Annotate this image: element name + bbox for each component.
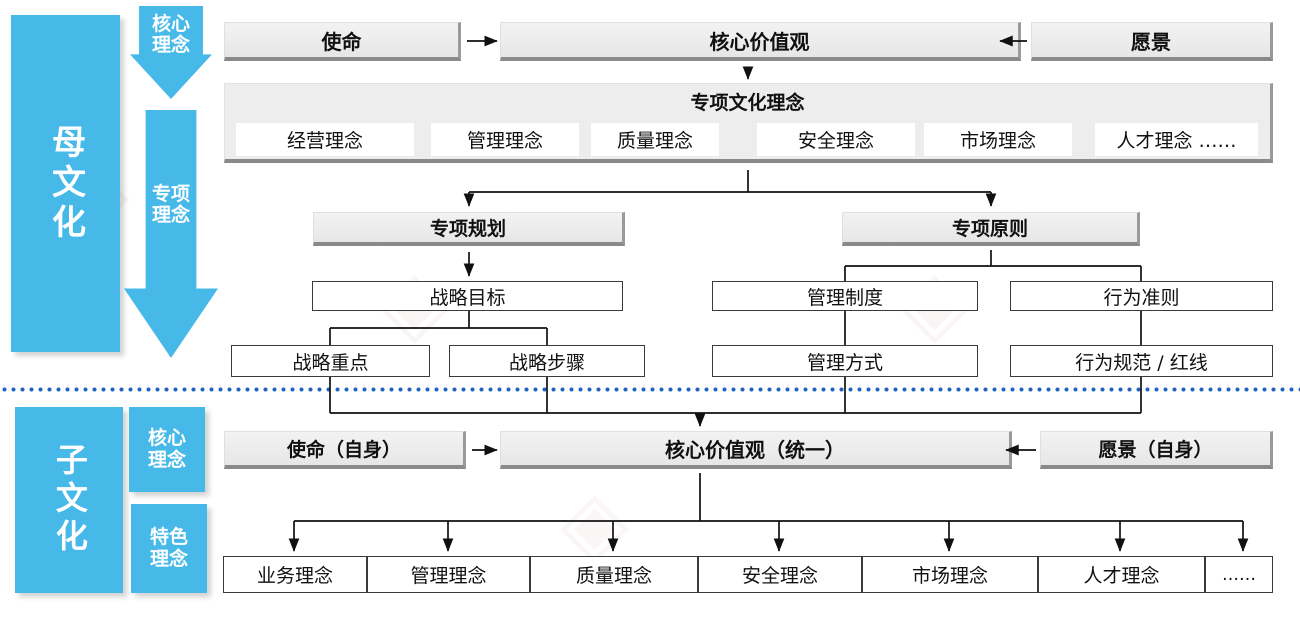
- child-mission-box[interactable]: 使命（自身）: [224, 431, 466, 469]
- behavior-guideline-box[interactable]: 行为准则: [1010, 281, 1273, 311]
- special-principle-box[interactable]: 专项原则: [842, 212, 1140, 246]
- parent-core-concept-arrow: 核心 理念: [130, 6, 212, 99]
- child-concept-box[interactable]: 安全理念: [698, 556, 862, 593]
- child-core-concept-tag: 核心 理念: [129, 407, 205, 492]
- child-concept-box[interactable]: 人才理念: [1038, 556, 1205, 593]
- parent-culture-band: 母文化: [11, 15, 120, 352]
- parent-vision-box[interactable]: 愿景: [1031, 22, 1273, 61]
- parent-core-concept-arrow-label: 核心 理念: [151, 13, 190, 57]
- special-culture-item[interactable]: 质量理念: [591, 123, 719, 156]
- child-core-values-box[interactable]: 核心价值观（统一）: [500, 431, 1012, 469]
- special-culture-item[interactable]: 管理理念: [431, 123, 579, 156]
- parent-special-concept-arrow-label: 专项 理念: [151, 183, 190, 227]
- special-culture-item[interactable]: 经营理念: [236, 123, 414, 156]
- strategy-focus-box[interactable]: 战略重点: [231, 345, 430, 377]
- strategy-steps-box[interactable]: 战略步骤: [449, 345, 645, 377]
- child-feature-concept-tag: 特色 理念: [131, 504, 207, 593]
- management-system-box[interactable]: 管理制度: [712, 281, 978, 311]
- child-concept-box[interactable]: 业务理念: [223, 556, 367, 593]
- special-plan-box[interactable]: 专项规划: [313, 212, 625, 246]
- child-concept-box[interactable]: ……: [1205, 556, 1273, 593]
- parent-core-values-box[interactable]: 核心价值观: [500, 22, 1021, 61]
- behavior-norms-box[interactable]: 行为规范 / 红线: [1010, 345, 1273, 377]
- management-method-box[interactable]: 管理方式: [712, 345, 978, 377]
- parent-special-culture-title: 专项文化理念: [690, 92, 805, 114]
- strategy-goal-box[interactable]: 战略目标: [312, 281, 623, 311]
- parent-special-concept-arrow: 专项 理念: [124, 110, 218, 358]
- special-culture-item[interactable]: 市场理念: [924, 123, 1072, 156]
- special-culture-item[interactable]: 安全理念: [757, 123, 915, 156]
- child-culture-band: 子文化: [15, 407, 123, 593]
- child-concept-box[interactable]: 市场理念: [862, 556, 1038, 593]
- child-vision-box[interactable]: 愿景（自身）: [1040, 431, 1273, 469]
- child-concept-box[interactable]: 管理理念: [367, 556, 530, 593]
- parent-mission-box[interactable]: 使命: [224, 22, 461, 61]
- section-divider: [0, 387, 1300, 392]
- special-culture-item[interactable]: 人才理念 ……: [1095, 123, 1258, 156]
- child-concept-box[interactable]: 质量理念: [530, 556, 698, 593]
